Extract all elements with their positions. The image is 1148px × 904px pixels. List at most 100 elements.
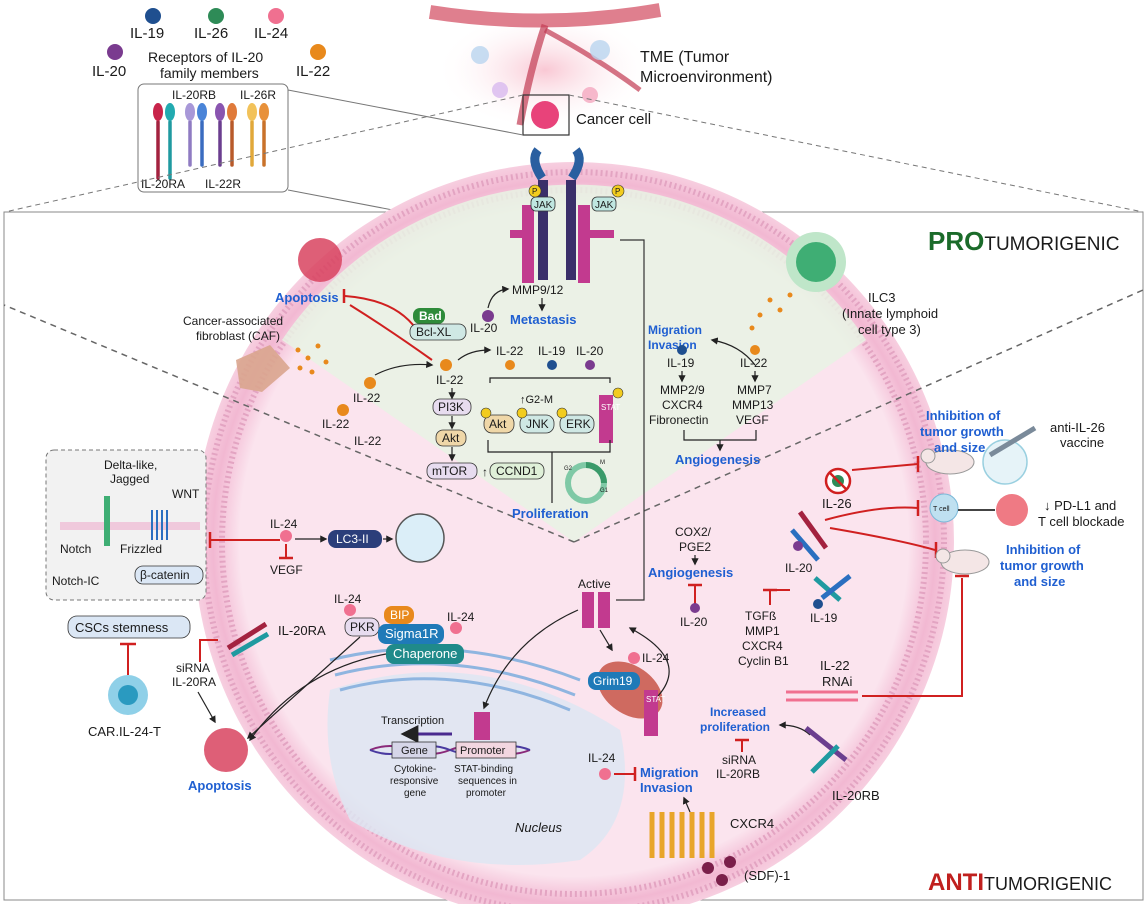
g2m-label: ↑G2-M bbox=[520, 394, 553, 406]
il20-legend-label: IL-20 bbox=[92, 63, 126, 80]
bracket-ligands bbox=[489, 377, 611, 383]
metastasis-label: Metastasis bbox=[510, 312, 576, 327]
caf-label-2: fibroblast (CAF) bbox=[196, 329, 280, 343]
tme-label-1: TME (Tumor bbox=[640, 49, 730, 66]
il20-legend-icon bbox=[107, 44, 123, 60]
bad-label: Bad bbox=[419, 309, 442, 323]
tme-illustration bbox=[428, 3, 662, 136]
il20-ligand-row bbox=[585, 360, 595, 370]
ligand-legend: IL-19 IL-26 IL-24 IL-20 IL-22 Receptors … bbox=[92, 8, 330, 81]
promoter-label: Promoter bbox=[460, 745, 506, 757]
grim19-box bbox=[588, 672, 640, 690]
wnt-label: WNT bbox=[172, 487, 200, 501]
membrane-strip bbox=[60, 522, 200, 530]
gene-label: Gene bbox=[401, 745, 428, 757]
mtor-box bbox=[426, 462, 478, 480]
angiogenesis-pro-label: Angiogenesis bbox=[675, 452, 760, 467]
il20rb-anti-label: IL-20RB bbox=[832, 788, 880, 803]
il20-row-label: IL-20 bbox=[576, 344, 604, 358]
il22-row-label: IL-22 bbox=[496, 344, 524, 358]
incr-label-2: proliferation bbox=[700, 720, 770, 734]
phospho-label-2: P bbox=[615, 187, 620, 196]
inhibit-sirna-il20ra bbox=[199, 639, 218, 662]
arrow-il20rb-prolif bbox=[778, 721, 811, 736]
arrow-il22-migration bbox=[710, 337, 756, 366]
mmp29-label: MMP2/9 bbox=[660, 383, 705, 397]
il22-rnai-label: IL-22 bbox=[820, 658, 850, 673]
stat-pro-label: STAT bbox=[601, 403, 620, 412]
apoptosis-anti-label: Apoptosis bbox=[188, 778, 252, 793]
il19-mig-label: IL-19 bbox=[667, 356, 695, 370]
phospho-icon-erk bbox=[556, 407, 568, 419]
ilc3-label-2: (Innate lymphoid bbox=[842, 306, 938, 321]
mmp1-label: MMP1 bbox=[745, 624, 780, 638]
phospho-icon-stat bbox=[612, 387, 624, 399]
tumor-cell-right-icon bbox=[996, 494, 1028, 526]
fibronectin-label: Fibronectin bbox=[649, 413, 708, 427]
grim19-label: Grim19 bbox=[593, 674, 633, 688]
cxcr4-anti-label: CXCR4 bbox=[730, 816, 774, 831]
phospho-icon-2 bbox=[611, 184, 625, 198]
erk-box bbox=[559, 414, 595, 434]
delta-label-1: Delta-like, bbox=[104, 458, 157, 472]
akt2-box bbox=[483, 414, 515, 434]
cyclin-label: Cyclin B1 bbox=[738, 654, 789, 668]
il24-ligand-lc3 bbox=[280, 530, 292, 542]
phospho-icon-1 bbox=[528, 184, 542, 198]
il22-secretion-dots bbox=[295, 343, 329, 375]
pi3k-label: PI3K bbox=[438, 400, 464, 414]
phospho-label-1: P bbox=[532, 187, 537, 196]
pkr-box bbox=[344, 617, 380, 637]
delta-label-2: Jagged bbox=[110, 472, 149, 486]
cox2-label-1: COX2/ bbox=[675, 525, 712, 539]
jnk-label: JNK bbox=[526, 417, 549, 431]
il20-ligand-right bbox=[793, 541, 803, 551]
incr-label-1: Increased bbox=[710, 705, 766, 719]
mmp912-label: MMP9/12 bbox=[512, 283, 564, 297]
rnai-strand-icon bbox=[786, 690, 858, 702]
ilc3-label-1: ILC3 bbox=[868, 290, 895, 305]
il19-row-label: IL-19 bbox=[538, 344, 566, 358]
cyto-label-2: responsive bbox=[390, 776, 439, 787]
arrow-active-promoter bbox=[482, 609, 579, 710]
inhibit-il20-mouse2 bbox=[829, 527, 936, 551]
notch-receptor-icon bbox=[104, 496, 110, 546]
ilc3-secretion-dots bbox=[749, 292, 793, 331]
il20-ligand-angio bbox=[690, 603, 700, 613]
anti-heading-bold: ANTI bbox=[928, 869, 984, 896]
cxcr4b-label: CXCR4 bbox=[742, 639, 783, 653]
cycle-m-label: M bbox=[600, 460, 605, 466]
jak-right-box bbox=[591, 196, 617, 212]
arrow-il22-to-il22 bbox=[457, 346, 492, 361]
cyto-label-1: Cytokine- bbox=[394, 764, 436, 775]
il19-receptor-right-icon bbox=[813, 574, 852, 602]
inhibit-il20-tcell bbox=[824, 506, 919, 521]
erk-label: ERK bbox=[566, 417, 591, 431]
il19-ligand-mig bbox=[677, 345, 687, 355]
apoptotic-cell-anti-icon bbox=[204, 728, 248, 772]
il20rb-receptor-anti-icon bbox=[804, 726, 848, 774]
stat-anti-box bbox=[644, 690, 658, 736]
ccnd1-box bbox=[489, 462, 545, 480]
pkr-label: PKR bbox=[350, 620, 375, 634]
jak-left-label: JAK bbox=[534, 200, 553, 211]
il22-ligand-3 bbox=[337, 404, 349, 416]
jnk-box bbox=[519, 414, 555, 434]
il24-ligand-pkr bbox=[344, 604, 356, 616]
il24-ligand-sigma bbox=[450, 622, 462, 634]
cyto-label-3: gene bbox=[404, 788, 427, 799]
bclxl-label: Bcl-XL bbox=[416, 325, 452, 339]
ccnd1-up-arrow: ↑ bbox=[482, 465, 488, 479]
il20ra-receptor-label: IL-20RA bbox=[141, 177, 185, 191]
inhib-2-label-3: and size bbox=[1014, 574, 1065, 589]
invasion-pro-label: Invasion bbox=[648, 338, 697, 352]
notch-ic-label: Notch-IC bbox=[52, 574, 100, 588]
caf-label-1: Cancer-associated bbox=[183, 314, 283, 328]
inhib-2-label-1: Inhibition of bbox=[1006, 542, 1081, 557]
pro-sector bbox=[282, 184, 866, 542]
cancer-cell-zoom-box bbox=[522, 94, 570, 136]
cycle-g1-label: G1 bbox=[600, 488, 609, 494]
nucleus-label: Nucleus bbox=[515, 820, 562, 835]
ilc3-label-3: cell type 3) bbox=[858, 322, 921, 337]
ccnd1-label: CCND1 bbox=[496, 464, 538, 478]
